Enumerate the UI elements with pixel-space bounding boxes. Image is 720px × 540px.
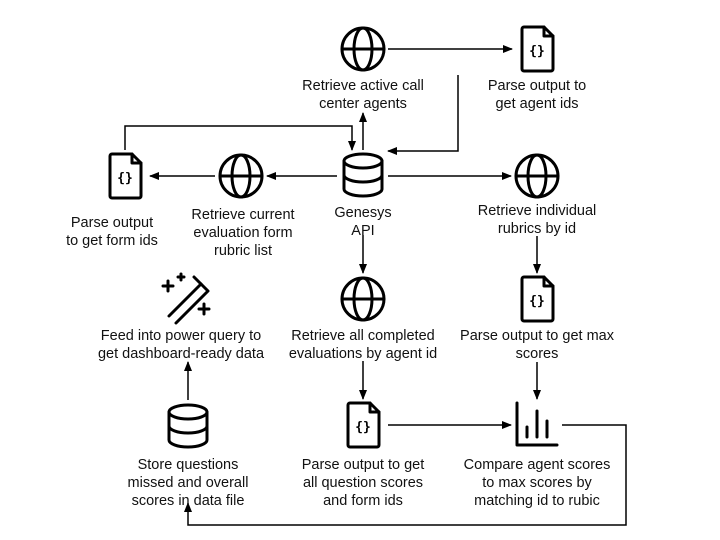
globe-icon: [514, 153, 560, 199]
svg-text:{}: {}: [117, 171, 133, 186]
retrieve-forms-label: Retrieve current evaluation form rubric …: [191, 206, 294, 260]
edge-parse-form-ids-to-api: [124, 125, 356, 151]
retrieve-rubrics-label: Retrieve individual rubrics by id: [478, 202, 596, 238]
label-line: evaluations by agent id: [288, 346, 438, 362]
connectors: [124, 45, 627, 526]
power-query-label: Feed into power query to get dashboard-r…: [98, 327, 264, 363]
label-line: Compare agent scores: [463, 457, 611, 473]
database-icon: [167, 403, 209, 449]
parse-form-ids-label: Parse output to get form ids: [66, 214, 158, 250]
code-file-icon: {}: [520, 275, 555, 323]
label-line: Feed into power query to: [100, 328, 262, 344]
parse-agent-ids-label: Parse output to get agent ids: [488, 77, 586, 113]
code-file-icon: {}: [346, 401, 381, 449]
label-line: API: [351, 223, 375, 239]
svg-text:{}: {}: [355, 420, 371, 435]
label-line: get agent ids: [495, 96, 579, 112]
label-line: Genesys: [334, 205, 392, 221]
edge-parse-agent-ids-to-api: [387, 75, 459, 155]
store-data-label: Store questions missed and overall score…: [128, 456, 249, 510]
label-line: Retrieve current: [191, 207, 295, 223]
compare-scores-label: Compare agent scores to max scores by ma…: [464, 456, 611, 510]
svg-text:{}: {}: [529, 294, 545, 309]
label-line: Parse output to get: [301, 457, 425, 473]
globe-icon: [340, 26, 386, 72]
globe-icon: [340, 276, 386, 322]
code-file-icon: {}: [108, 152, 143, 200]
label-line: Retrieve individual: [477, 203, 597, 219]
parse-max-scores-label: Parse output to get max scores: [460, 327, 614, 363]
label-line: all question scores: [302, 475, 424, 491]
globe-icon: [218, 153, 264, 199]
edge-compare-to-store-data: [184, 424, 627, 526]
label-line: matching id to rubic: [474, 493, 600, 509]
label-line: scores: [515, 346, 559, 362]
label-line: Parse output to: [487, 78, 587, 94]
parse-question-scores-label: Parse output to get all question scores …: [302, 456, 425, 510]
label-line: evaluation form: [193, 225, 293, 241]
svg-text:{}: {}: [529, 44, 545, 59]
label-line: rubrics by id: [497, 221, 577, 237]
magic-wand-icon: [161, 272, 211, 325]
label-line: Retrieve active call: [302, 78, 424, 94]
database-icon: [342, 152, 384, 198]
retrieve-evaluations-label: Retrieve all completed evaluations by ag…: [289, 327, 437, 363]
label-line: to get form ids: [66, 233, 158, 249]
code-file-icon: {}: [520, 25, 555, 73]
genesys-api-label: Genesys API: [334, 204, 391, 240]
label-line: rubric list: [213, 243, 272, 259]
label-line: and form ids: [323, 493, 403, 509]
label-line: Parse output to get max: [460, 328, 614, 344]
label-line: Retrieve all completed: [291, 328, 435, 344]
bar-chart-icon: [515, 401, 559, 447]
label-line: Parse output: [70, 215, 154, 231]
label-line: missed and overall: [127, 475, 249, 491]
label-line: get dashboard-ready data: [97, 346, 265, 362]
label-line: to max scores by: [482, 475, 592, 491]
label-line: scores in data file: [131, 493, 245, 509]
label-line: center agents: [319, 96, 407, 112]
label-line: Store questions: [137, 457, 239, 473]
retrieve-agents-label: Retrieve active call center agents: [302, 77, 424, 113]
